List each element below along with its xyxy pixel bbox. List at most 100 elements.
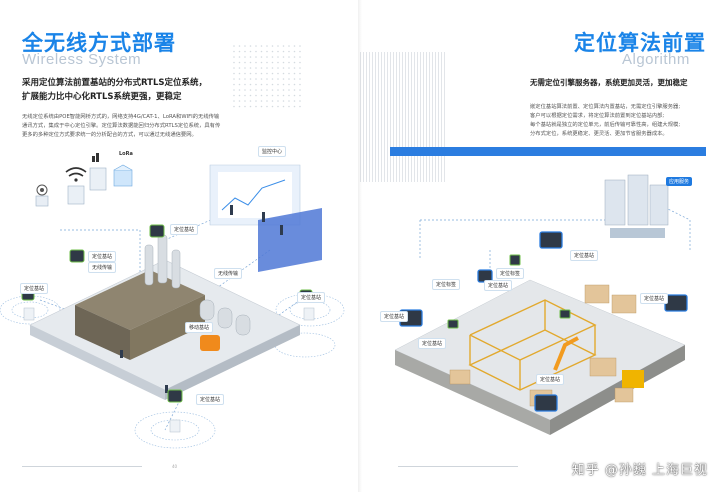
grid-dot	[299, 50, 301, 53]
grid-dot	[255, 89, 257, 91]
grid-dot	[271, 94, 274, 97]
grid-dot	[249, 72, 252, 75]
label-station: 定位基站	[380, 311, 409, 322]
right-body-line: 嵌定位基站算法前置、定位算法内置基站，无需定位引擎服务器;	[530, 104, 681, 110]
grid-dot	[255, 105, 257, 108]
grid-dot	[266, 50, 268, 53]
grid-dot	[233, 61, 235, 64]
grid-dot	[260, 50, 263, 53]
grid-dot	[260, 89, 263, 91]
left-page: 全无线方式部署 Wireless System 采用定位算法前置基站的分布式RT…	[0, 31, 345, 469]
label-station: 定位基站	[570, 250, 599, 261]
lora-label: LoRa	[116, 150, 136, 158]
grid-dot	[266, 45, 268, 47]
grid-dot	[266, 72, 268, 75]
grid-dot	[260, 72, 263, 75]
grid-dot	[288, 105, 290, 108]
grid-dot	[271, 45, 274, 47]
label-tag: 定位标签	[432, 279, 461, 290]
grid-dot	[293, 78, 296, 80]
label-station: 定位基站	[536, 374, 565, 385]
grid-dot	[266, 67, 268, 69]
grid-dot	[299, 72, 301, 75]
grid-dot	[266, 105, 268, 108]
grid-dot	[277, 78, 279, 80]
grid-dot	[299, 45, 301, 47]
grid-dot	[238, 78, 241, 80]
grid-dot	[260, 78, 263, 80]
grid-dot	[293, 56, 296, 58]
grid-dot	[293, 72, 296, 75]
lora-icon	[113, 164, 133, 187]
grid-dot	[282, 100, 285, 102]
grid-dot	[288, 56, 290, 58]
left-subhead-line-1: 采用定位算法前置基站的分布式RTLS定位系统，	[22, 78, 208, 88]
grid-dot	[255, 45, 257, 47]
right-body-line: 每个基站就是独立的定位单元，前后传输可靠性高，组建大规模;	[530, 122, 681, 128]
grid-dot	[282, 45, 285, 47]
right-body: 嵌定位基站算法前置、定位算法内置基站，无需定位引擎服务器; 客户可以根据定位需求…	[530, 103, 680, 139]
grid-dot	[238, 67, 241, 69]
grid-dot	[282, 78, 285, 80]
grid-dot	[238, 94, 241, 97]
grid-dot	[271, 83, 274, 86]
grid-dot	[244, 67, 246, 69]
grid-dot	[260, 67, 263, 69]
grid-dot	[233, 105, 235, 108]
grid-dot	[282, 50, 285, 53]
warehouse-illustration	[394, 174, 691, 435]
grid-dot	[233, 94, 235, 97]
grid-dot	[255, 78, 257, 80]
grid-dot	[249, 89, 252, 91]
grid-dot	[299, 94, 301, 97]
grid-dot	[282, 72, 285, 75]
grid-dot	[249, 78, 252, 80]
grid-dot	[277, 50, 279, 53]
grid-dot	[271, 72, 274, 75]
grid-dot	[299, 67, 301, 69]
grid-dot	[277, 94, 279, 97]
label-station: 定位基站	[640, 293, 669, 304]
grid-dot	[299, 78, 301, 80]
left-page-number: 40	[172, 464, 178, 469]
grid-dot	[249, 94, 252, 97]
left-title: 全无线方式部署	[22, 31, 176, 55]
grid-dot	[238, 83, 241, 86]
grid-dot	[293, 94, 296, 97]
grid-dot	[271, 78, 274, 80]
grid-dot	[282, 105, 285, 108]
label-base-station: 定位基站	[88, 251, 117, 262]
grid-dot	[288, 89, 290, 91]
grid-dot	[293, 67, 296, 69]
grid-dot	[277, 67, 279, 69]
right-footer-line	[398, 466, 518, 467]
grid-dot	[271, 56, 274, 58]
accent-bar	[390, 147, 706, 156]
left-body-line: 通讯方式，集成于中心定位引擎。定位算法数据能回归分布式RTLS定位系统，具有传	[22, 123, 221, 129]
grid-dot	[249, 45, 252, 47]
grid-dot	[244, 94, 246, 97]
left-subtitle-en: Wireless System	[22, 51, 142, 68]
grid-dot	[277, 56, 279, 58]
grid-dot	[249, 56, 252, 58]
label-app-service: 应用服务	[666, 177, 693, 186]
grid-dot	[238, 61, 241, 64]
right-title: 定位算法前置	[574, 31, 706, 55]
grid-dot	[244, 61, 246, 64]
label-wireless: 无线传输	[88, 262, 117, 273]
wifi-icon	[65, 167, 87, 205]
grid-dot	[249, 67, 252, 69]
grid-dot	[271, 105, 274, 108]
grid-dot	[238, 105, 241, 108]
grid-dot	[249, 61, 252, 64]
connectivity-icons	[35, 153, 133, 207]
label-station: 定位基站	[484, 280, 513, 291]
grid-dot	[271, 100, 274, 102]
grid-dot	[293, 105, 296, 108]
grid-dot	[293, 100, 296, 102]
label-mobile-station: 移动基站	[185, 322, 214, 333]
label-station: 定位基站	[418, 338, 447, 349]
grid-dot	[255, 50, 257, 53]
grid-dot	[233, 50, 235, 53]
grid-dot	[255, 56, 257, 58]
